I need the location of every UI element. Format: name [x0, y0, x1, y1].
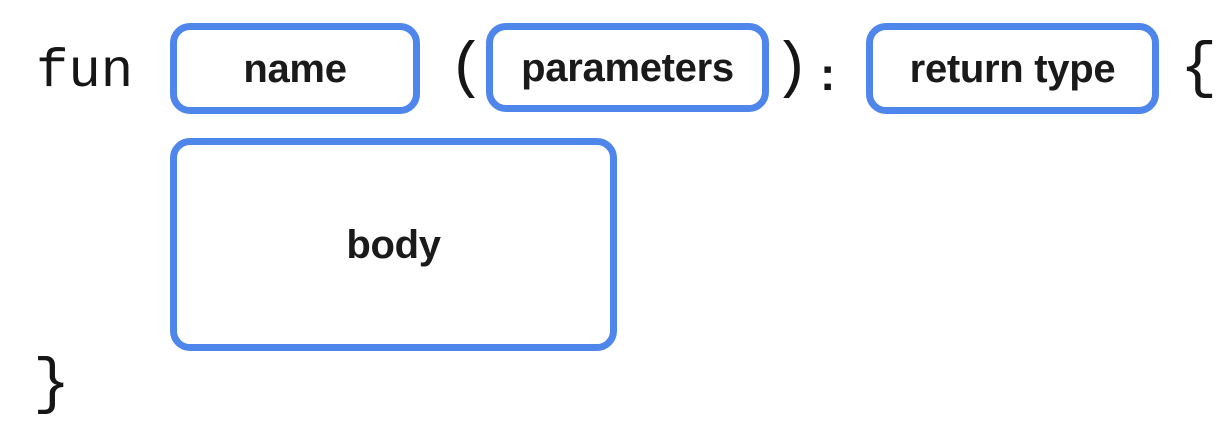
open-paren-glyph: (	[448, 33, 486, 104]
body-box-label: body	[346, 222, 441, 267]
colon-glyph: :	[820, 48, 836, 100]
name-box-label: name	[243, 46, 347, 91]
close-paren-glyph: )	[773, 33, 811, 104]
parameters-box: parameters	[486, 23, 769, 112]
open-brace-glyph: {	[1180, 33, 1218, 104]
name-box: name	[170, 23, 420, 114]
return-type-box-label: return type	[909, 46, 1116, 91]
keyword-fun: fun	[36, 42, 134, 103]
close-brace-glyph: }	[33, 349, 71, 420]
body-box: body	[170, 138, 617, 351]
return-type-box: return type	[866, 23, 1159, 114]
parameters-box-label: parameters	[521, 45, 734, 90]
